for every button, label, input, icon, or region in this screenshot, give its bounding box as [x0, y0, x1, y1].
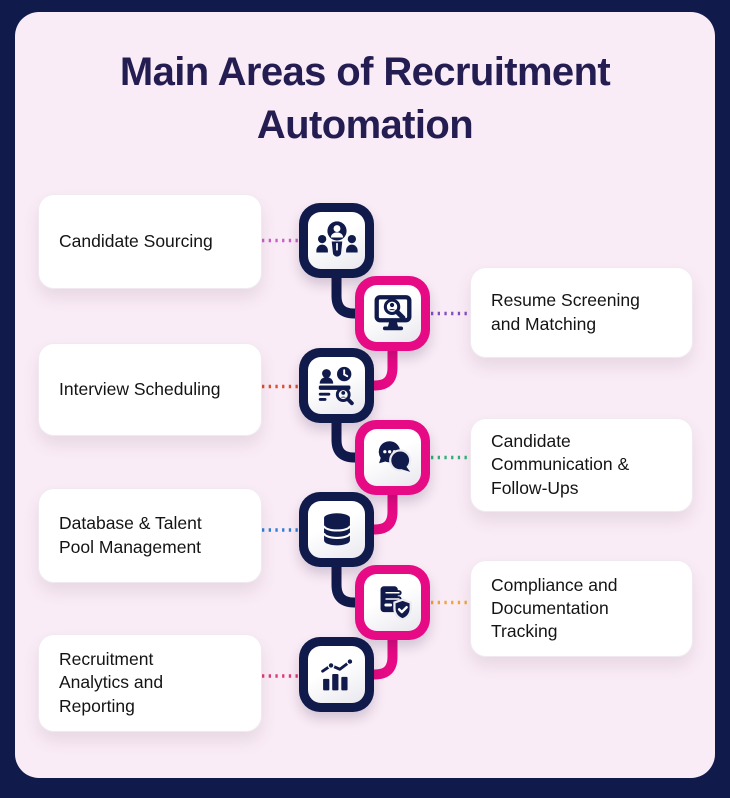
compliance-tracking-badge [355, 565, 430, 640]
people-sourcing-icon [308, 212, 365, 269]
connector-curve [331, 402, 377, 463]
candidate-sourcing-badge [299, 203, 374, 278]
label-card-candidate-communication: Candidate Communication & Follow-Ups [470, 418, 693, 512]
connector-curve [353, 474, 398, 535]
label-card-analytics-reporting: Recruitment Analytics and Reporting [38, 634, 262, 732]
analytics-reporting-badge [299, 637, 374, 712]
connector-curve [353, 619, 398, 680]
connector-curve [353, 330, 398, 391]
interview-scheduling-badge [299, 348, 374, 423]
page-title: Main Areas of Recruitment Automation [119, 50, 611, 148]
label-card-compliance-tracking: Compliance and Documentation Tracking [470, 560, 693, 657]
database-icon [308, 501, 365, 558]
resume-screening-icon [364, 285, 421, 342]
candidate-communication-badge [355, 420, 430, 495]
resume-screening-badge [355, 276, 430, 351]
label-card-database-talent-pool: Database & Talent Pool Management [38, 488, 262, 583]
label-card-interview-scheduling: Interview Scheduling [38, 343, 262, 436]
connector-curve [331, 257, 377, 319]
chat-bubbles-icon [364, 429, 421, 486]
database-management-badge [299, 492, 374, 567]
document-shield-icon [364, 574, 421, 631]
bar-chart-icon [308, 646, 365, 703]
interview-scheduling-icon [308, 357, 365, 414]
connector-curve [331, 546, 377, 608]
label-card-candidate-sourcing: Candidate Sourcing [38, 194, 262, 289]
label-card-resume-screening: Resume Screening and Matching [470, 267, 693, 358]
